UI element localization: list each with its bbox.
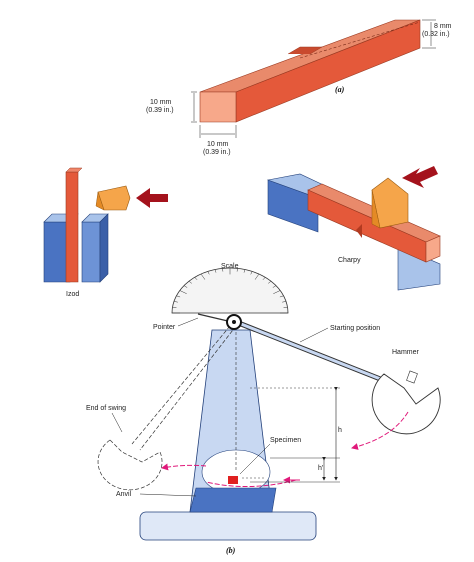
pendulum-machine: Scale Pointer End of swing Starting posi…: [86, 263, 441, 555]
izod-striker-face: [95, 191, 105, 211]
dim-height-line2: (0.32 in.): [422, 31, 450, 38]
scale-tick: [222, 268, 224, 272]
anvil-block: [189, 487, 277, 513]
dim-bottom-line1: 10 mm: [207, 141, 229, 148]
dim-height-line1: 8 mm: [434, 23, 452, 30]
dim-side-line1: 10 mm: [150, 99, 172, 106]
notch-dashed-line: [299, 21, 421, 59]
starting-position-label: Starting position: [330, 325, 380, 332]
dimension-side: 10 mm (0.39 in.): [146, 91, 197, 123]
charpy-notch: [356, 224, 362, 238]
scale-tick: [243, 269, 246, 273]
scale-tick: [188, 280, 192, 284]
end-of-swing-arm-b: [139, 325, 237, 451]
scale-tick: [183, 285, 188, 288]
swing-void: [201, 449, 271, 495]
scale-tick: [279, 295, 284, 298]
h-prime-label: h': [318, 465, 323, 472]
izod-anvil-right: [81, 221, 101, 283]
swing-path-right: [351, 411, 409, 450]
scale-tick: [273, 290, 281, 294]
hammer-label: Hammer: [392, 349, 420, 356]
scale-ticks: [172, 268, 288, 314]
izod-specimen: [65, 171, 79, 283]
scale-tick: [179, 290, 187, 294]
machine-base: [139, 511, 317, 541]
h-label: h: [338, 427, 342, 434]
izod-label: Izod: [66, 291, 79, 298]
izod-impact-arrow-icon: [136, 188, 168, 208]
scale-tick: [262, 277, 266, 281]
scale-tick: [200, 273, 206, 280]
impact-specimen: [228, 476, 238, 484]
dim-bottom-line2: (0.39 in.): [203, 149, 231, 156]
izod-anvil-right-side: [99, 213, 109, 283]
scale-tick: [282, 301, 287, 303]
dim-side-line2: (0.39 in.): [146, 107, 174, 114]
notch: [287, 46, 323, 55]
scale-dial: [171, 267, 289, 314]
scale-tick: [207, 271, 210, 275]
charpy-setup: Charpy: [266, 166, 441, 291]
pointer-label: Pointer: [153, 324, 176, 331]
end-of-swing-label: End of swing: [86, 405, 126, 412]
scale-tick: [176, 295, 181, 298]
hammer-head: [371, 373, 441, 435]
part-a-label: (a): [335, 85, 345, 94]
scale-tick: [250, 271, 253, 275]
scale-tick: [214, 269, 217, 273]
charpy-label: Charpy: [338, 257, 361, 264]
dimension-bottom: 10 mm (0.39 in.): [199, 125, 237, 156]
izod-setup: Izod: [43, 167, 168, 298]
scale-tick: [254, 273, 260, 280]
specimen-bar: [199, 19, 421, 123]
charpy-impact-arrow-icon: [402, 166, 438, 188]
part-b-label: (b): [226, 546, 236, 555]
charpy-striker-side: [371, 189, 381, 229]
scale-tick: [236, 268, 238, 272]
scale-tick: [272, 285, 277, 288]
specimen-label: Specimen: [270, 437, 301, 444]
scale-tick: [268, 280, 272, 284]
izod-specimen-top: [65, 167, 83, 173]
end-of-swing-hammer: [97, 439, 163, 491]
anvil-label: Anvil: [116, 491, 132, 498]
bar-front-face: [199, 91, 237, 123]
end-of-swing-arm: [131, 325, 231, 445]
dimension-height: 8 mm (0.32 in.): [422, 19, 452, 49]
swing-path-left: [161, 463, 207, 471]
hammer-striker: [406, 370, 418, 384]
scale-tick: [173, 301, 178, 303]
scale-tick: [194, 277, 198, 281]
charpy-specimen-end: [425, 235, 441, 263]
scale-label: Scale: [221, 263, 239, 270]
